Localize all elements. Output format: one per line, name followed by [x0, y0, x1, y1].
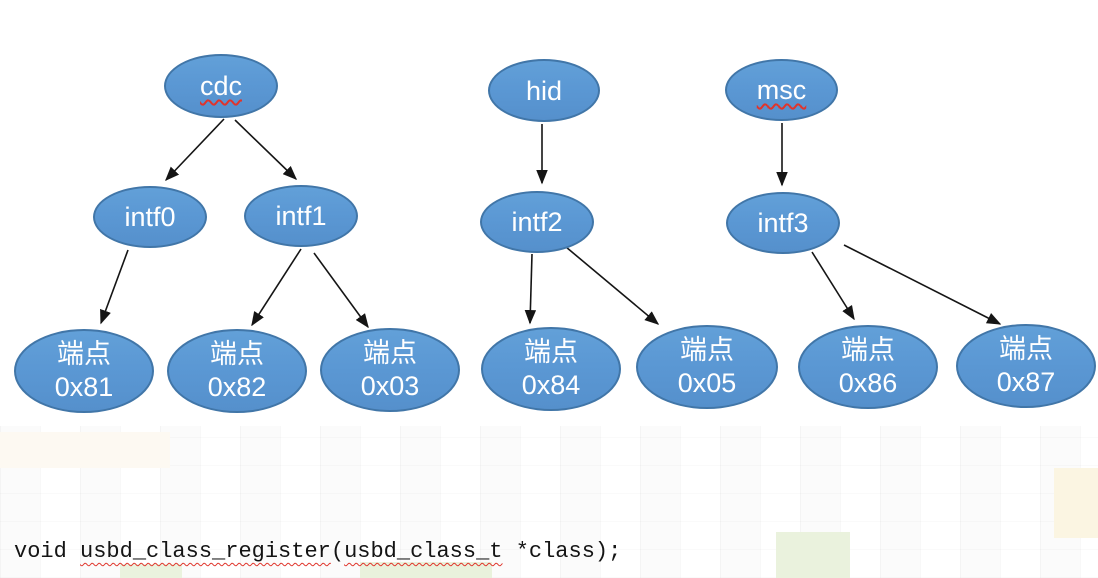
code-token: *class);: [502, 539, 622, 564]
endpoint-0x84-label: 端点: [524, 337, 578, 367]
endpoint-0x87-address: 0x87: [996, 367, 1056, 397]
node-endpoint-0x82: 端点 0x82: [167, 329, 307, 413]
endpoint-0x03-address: 0x03: [360, 371, 420, 401]
edge-cdc-intf1: [234, 119, 298, 181]
node-hid-label: hid: [525, 75, 563, 106]
code-token: (: [330, 539, 345, 564]
endpoint-0x05-label: 端点: [680, 335, 734, 365]
edge-intf2-ep84: [524, 253, 537, 325]
edge-cdc-intf0: [165, 118, 225, 182]
node-cdc: cdc: [164, 54, 278, 118]
code-token: usbd_class_t: [344, 539, 503, 564]
node-endpoint-0x05: 端点 0x05: [636, 325, 778, 409]
endpoint-0x87-label: 端点: [999, 334, 1053, 364]
node-hid: hid: [488, 59, 600, 122]
node-cdc-label: cdc: [199, 71, 243, 101]
node-endpoint-0x84: 端点 0x84: [481, 327, 621, 411]
code-token: void: [14, 539, 81, 564]
code-token: usbd_class_register: [80, 539, 331, 564]
endpoint-0x81-address: 0x81: [54, 372, 114, 402]
node-intf2: intf2: [480, 191, 594, 253]
endpoint-0x84-address: 0x84: [521, 370, 581, 400]
node-intf0: intf0: [93, 186, 207, 248]
node-endpoint-0x03: 端点 0x03: [320, 328, 460, 412]
node-intf3: intf3: [726, 192, 840, 254]
code-line-1: void usbd_class_register(usbd_class_t *c…: [14, 537, 1044, 566]
node-endpoint-0x81: 端点 0x81: [14, 329, 154, 413]
node-intf3-label: intf3: [757, 208, 809, 238]
node-endpoint-0x87: 端点 0x87: [956, 324, 1096, 408]
edge-intf2-ep05: [565, 246, 660, 325]
endpoint-0x82-address: 0x82: [207, 372, 267, 402]
endpoint-0x86-label: 端点: [841, 335, 895, 365]
endpoint-0x03-label: 端点: [363, 338, 417, 368]
endpoint-0x86-address: 0x86: [838, 368, 898, 398]
edge-intf3-ep86: [811, 251, 855, 321]
node-intf1: intf1: [244, 185, 358, 247]
node-intf1-label: intf1: [275, 201, 327, 231]
node-endpoint-0x86: 端点 0x86: [798, 325, 938, 409]
node-intf0-label: intf0: [124, 202, 176, 232]
edge-intf0-ep81: [100, 249, 129, 325]
endpoint-0x81-label: 端点: [57, 339, 111, 369]
node-intf2-label: intf2: [511, 207, 563, 237]
edge-intf3-ep87: [843, 244, 1002, 325]
code-block: void usbd_class_register(usbd_class_t *c…: [14, 479, 1044, 578]
node-msc-label: msc: [756, 75, 807, 105]
node-msc: msc: [725, 59, 838, 121]
edge-intf1-ep03: [313, 252, 369, 329]
endpoint-0x05-address: 0x05: [677, 368, 737, 398]
endpoint-0x82-label: 端点: [210, 339, 264, 369]
edge-intf1-ep82: [251, 248, 302, 327]
